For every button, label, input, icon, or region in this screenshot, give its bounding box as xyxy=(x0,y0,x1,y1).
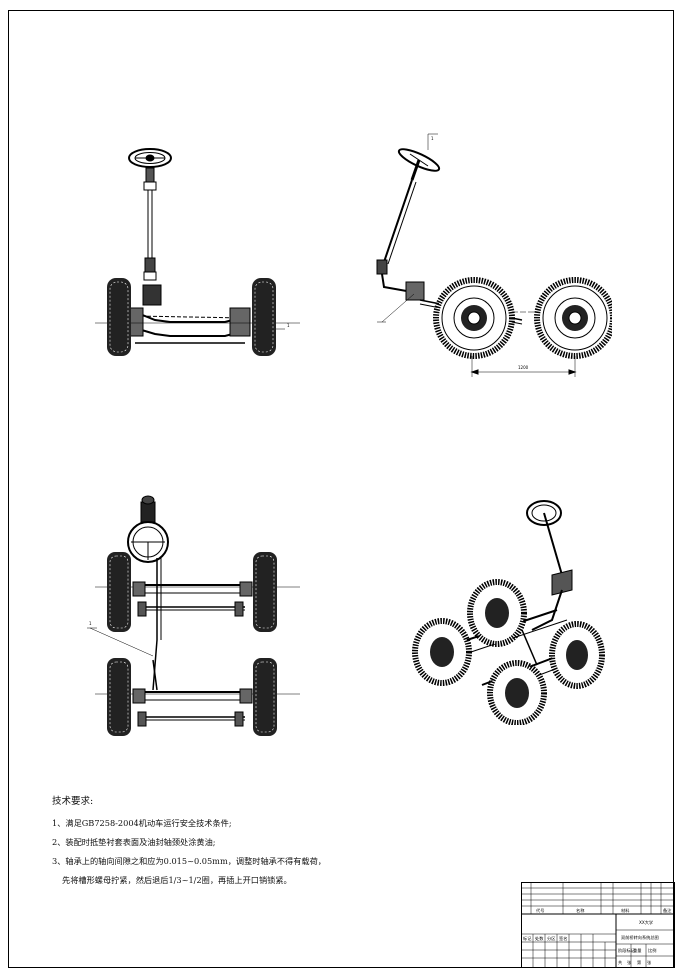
tb-sign: 签名 xyxy=(559,935,567,942)
front-left-wheel xyxy=(107,278,131,356)
front-view: 1 xyxy=(95,148,300,356)
requirement-item: 先将槽形螺母拧紧，然后退后1/3~1/2圈，再插上开口销锁紧。 xyxy=(62,875,292,885)
side-view-rear-wheel xyxy=(534,277,612,359)
tb-mark: 标记 xyxy=(523,935,532,942)
tb-drawing-name: 双前桥转向系统总图 xyxy=(621,934,659,941)
tb-sheet-total: 共 xyxy=(618,959,622,966)
requirement-item: 2、装配时抵垫衬套表面及油封轴颈处涂黄油; xyxy=(52,837,216,847)
tb-material-label: 材料 xyxy=(621,907,630,914)
side-view: 1200 1 xyxy=(376,133,612,377)
tb-stage: 阶段标记 xyxy=(618,947,636,954)
tb-school: XX大学 xyxy=(639,919,653,926)
requirement-item: 1、满足GB7258-2004机动车运行安全技术条件; xyxy=(52,818,232,828)
tb-name-label: 名称 xyxy=(576,907,584,914)
front-view-balloon: 1 xyxy=(287,323,290,328)
top-view: 1 xyxy=(87,495,300,736)
technical-requirements: 技术要求: 1、满足GB7258-2004机动车运行安全技术条件; 2、装配时抵… xyxy=(52,793,382,890)
tb-sheet-unit-2: 张 xyxy=(647,959,652,966)
tb-sheet-no: 第 xyxy=(637,959,641,966)
tb-count: 处数 xyxy=(535,935,544,942)
tb-code-label: 代号 xyxy=(536,907,544,914)
side-view-front-wheel xyxy=(433,277,515,359)
title-block: 代号 名称 材料 备注 XX大学 双前桥转向系统总图 标记 处数 分区 签名 阶… xyxy=(521,882,675,968)
dimension-1200: 1200 xyxy=(518,365,529,370)
side-view-balloon: 1 xyxy=(431,136,434,141)
isometric-wheels xyxy=(412,579,605,725)
requirement-item: 3、轴承上的轴向间隙之和应为0.015~0.05mm，调整时轴承不得有载荷， xyxy=(52,856,326,866)
requirements-title: 技术要求: xyxy=(52,796,94,807)
tb-sheet-unit: 张 xyxy=(627,959,632,966)
tb-zone: 分区 xyxy=(547,935,555,942)
top-view-wheels xyxy=(107,552,277,736)
tb-weight: 重量 xyxy=(633,947,641,954)
drawing-border xyxy=(8,10,674,968)
tb-remark-label: 备注 xyxy=(663,907,672,914)
tb-scale: 比例 xyxy=(648,947,656,954)
top-view-balloon: 1 xyxy=(89,621,92,626)
isometric-view xyxy=(412,500,605,725)
front-right-wheel xyxy=(252,278,276,356)
